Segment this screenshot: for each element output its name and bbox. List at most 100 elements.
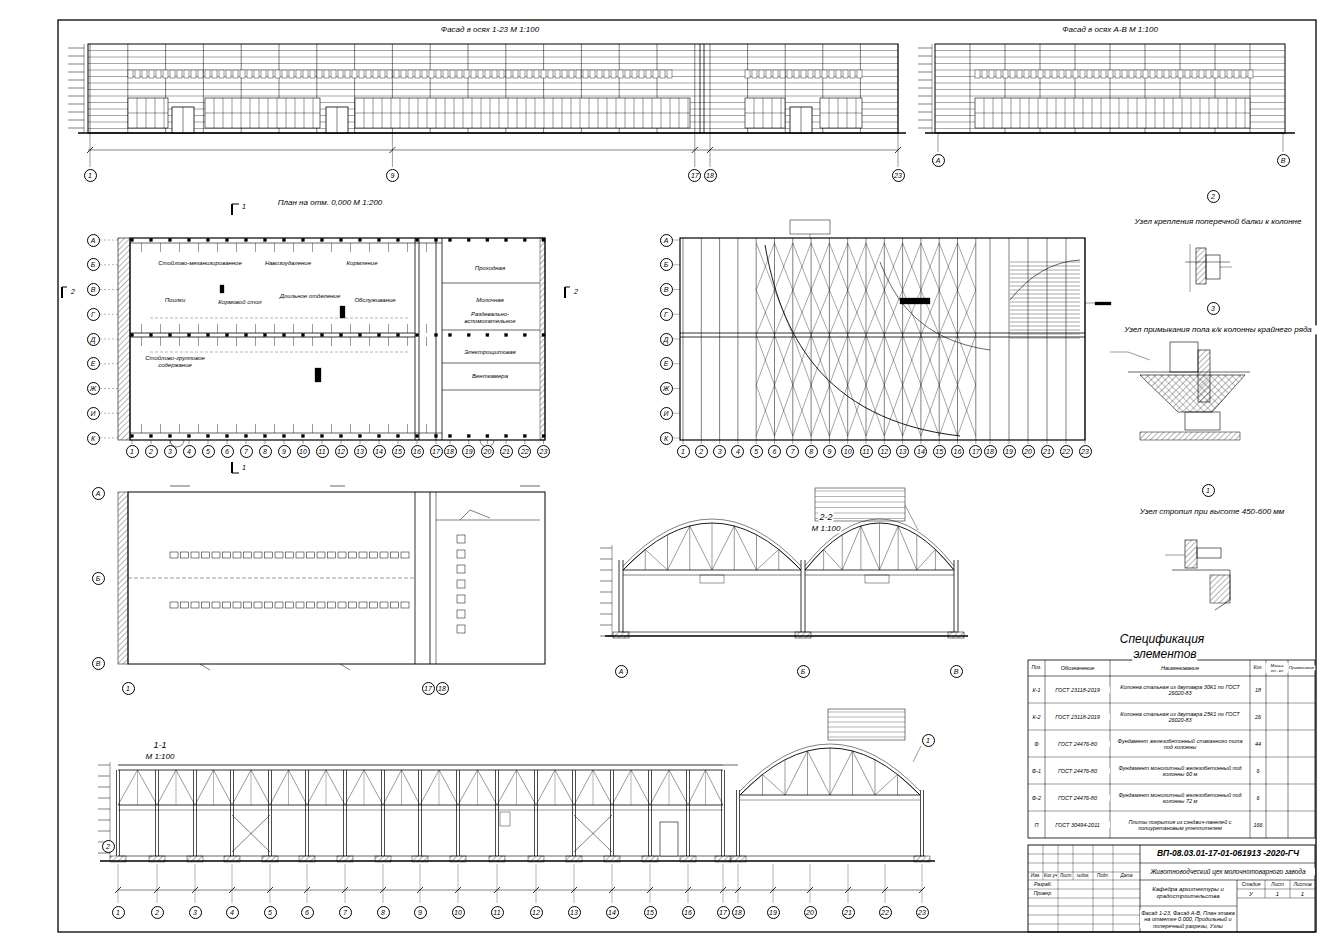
drawing-label: Ф xyxy=(1033,740,1039,746)
drawing-line xyxy=(150,352,410,353)
drawing-line xyxy=(957,440,958,444)
drawing-line xyxy=(389,147,395,153)
axis-mark: 4 xyxy=(187,448,191,455)
drawing-line xyxy=(436,492,437,664)
drawing-line xyxy=(842,526,861,570)
drawing-line xyxy=(402,770,421,805)
axis-mark: Е xyxy=(664,360,669,367)
drawing-rect xyxy=(1157,70,1162,78)
drawing-line xyxy=(456,770,457,856)
axis-bubble: 6 xyxy=(768,445,781,458)
axis-mark: 4 xyxy=(230,909,234,916)
drawing-line xyxy=(903,335,921,385)
drawing-rect xyxy=(170,552,178,558)
drawing-line xyxy=(118,810,723,811)
drawing-line xyxy=(704,44,705,133)
axis-bubble: 14 xyxy=(373,445,386,458)
drawing-line xyxy=(369,337,370,346)
drawing-rect xyxy=(1185,70,1190,78)
drawing-rect xyxy=(499,70,504,78)
drawing-line xyxy=(419,238,420,440)
drawing-rect xyxy=(523,435,526,438)
drawing-line xyxy=(672,388,680,389)
drawing-label: Поз. xyxy=(1030,665,1042,671)
axis-bubble: 14 xyxy=(606,906,619,919)
drawing-rect xyxy=(283,334,286,337)
drawing-line xyxy=(811,290,829,335)
drawing-line xyxy=(920,238,921,440)
drawing-line xyxy=(757,549,779,570)
drawing-line xyxy=(739,790,740,856)
drawing-line xyxy=(939,440,940,444)
drawing-label: Спецификация xyxy=(1119,633,1205,647)
drawing-line xyxy=(1010,338,1080,339)
drawing-rect xyxy=(317,602,325,608)
drawing-line xyxy=(920,440,921,444)
drawing-line xyxy=(958,290,976,335)
drawing-line xyxy=(1028,238,1029,440)
drawing-rect xyxy=(948,632,964,638)
drawing-line xyxy=(293,324,294,333)
drawing-line xyxy=(255,324,256,333)
drawing-line xyxy=(932,44,933,133)
drawing-rect xyxy=(541,70,546,78)
drawing-rect xyxy=(397,334,400,337)
axis-bubble: 5 xyxy=(202,445,215,458)
drawing-line xyxy=(200,664,210,670)
drawing-rect xyxy=(1087,70,1092,78)
drawing-line xyxy=(720,887,726,893)
axis-bubble: И xyxy=(660,407,673,420)
drawing-line xyxy=(918,96,932,97)
drawing-line xyxy=(866,385,884,436)
drawing-line xyxy=(1010,330,1080,331)
drawing-line xyxy=(417,887,423,893)
drawing-line xyxy=(217,424,218,433)
drawing-line xyxy=(418,770,419,856)
axis-bubble: 16 xyxy=(411,445,424,458)
drawing-label: ГОСТ 24476-80 xyxy=(1046,767,1110,773)
axis-mark: 18 xyxy=(446,448,454,455)
drawing-line xyxy=(600,614,612,615)
drawing-line xyxy=(692,147,698,153)
drawing-line xyxy=(346,770,347,856)
drawing-line xyxy=(756,238,757,440)
drawing-line xyxy=(1028,924,1140,925)
drawing-rect xyxy=(436,70,441,78)
axis-mark: 3 xyxy=(168,448,172,455)
drawing-rect xyxy=(317,70,322,78)
drawing-line xyxy=(957,238,958,440)
drawing-line xyxy=(829,440,830,444)
drawing-line xyxy=(829,243,847,290)
drawing-line xyxy=(157,770,176,805)
axis-mark: 2 xyxy=(699,448,703,455)
drawing-line xyxy=(1010,278,1080,279)
drawing-rect xyxy=(212,602,220,608)
drawing-line xyxy=(921,290,939,335)
drawing-label: Проходная xyxy=(474,265,506,272)
drawing-line xyxy=(903,335,921,385)
drawing-rect xyxy=(188,239,191,242)
drawing-line xyxy=(176,770,195,805)
drawing-rect xyxy=(177,70,182,78)
drawing-line xyxy=(565,287,570,288)
drawing-line xyxy=(232,473,239,474)
drawing-rect xyxy=(822,70,827,78)
drawing-rect xyxy=(457,595,465,603)
drawing-line xyxy=(918,72,932,73)
drawing-line xyxy=(236,324,237,333)
drawing-line xyxy=(442,363,540,364)
drawing-line xyxy=(651,770,652,856)
drawing-rect xyxy=(226,334,229,337)
drawing-line xyxy=(231,462,233,473)
drawing-geometry xyxy=(58,20,1316,932)
drawing-line xyxy=(326,770,345,805)
drawing-line xyxy=(917,549,936,570)
drawing-label: Наименование xyxy=(1160,665,1200,671)
axis-mark: 12 xyxy=(337,448,345,455)
axis-bubble: В xyxy=(950,665,963,678)
drawing-line xyxy=(875,774,898,795)
drawing-line xyxy=(600,592,612,593)
drawing-line xyxy=(274,424,275,433)
drawing-line xyxy=(738,864,739,903)
drawing-line xyxy=(455,887,461,893)
